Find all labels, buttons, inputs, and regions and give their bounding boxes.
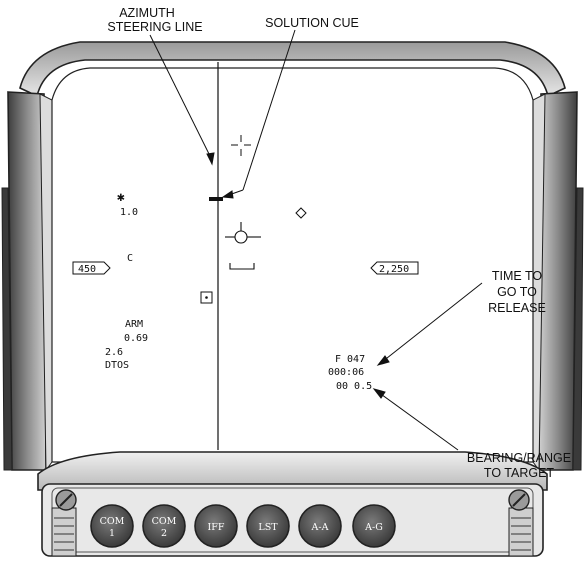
flight-path-marker-icon <box>225 222 261 244</box>
boxed-dot-icon <box>200 291 213 304</box>
target-diamond-icon <box>295 207 307 219</box>
bearing-range-value: 00 0.5 <box>336 381 372 392</box>
star-icon: ✱ <box>117 190 125 205</box>
iff-button[interactable]: IFF <box>194 504 238 548</box>
airspeed-value: 450 <box>78 264 96 275</box>
mode-label: DTOS <box>105 360 129 371</box>
value-2-6: 2.6 <box>105 347 123 358</box>
waterline-bracket-icon <box>229 263 255 270</box>
callout-bearing-line2: TO TARGET <box>484 466 555 480</box>
callout-ttg-line1: TIME TO <box>492 269 543 283</box>
iff-button-label: IFF <box>208 522 225 533</box>
a-a-button[interactable]: A-A <box>298 504 342 548</box>
com2-button-line1: COM <box>152 516 177 527</box>
star-value: 1.0 <box>120 207 138 218</box>
solution-cue <box>209 197 223 201</box>
com1-button[interactable]: COM 1 <box>90 504 134 548</box>
callout-azimuth-line2: STEERING LINE <box>107 20 202 34</box>
altitude-value: 2,250 <box>379 264 409 275</box>
altitude-box: 2,250 <box>370 261 419 275</box>
a-g-button-label: A-G <box>364 522 383 533</box>
crosshair-icon <box>231 135 251 156</box>
com2-button-line2: 2 <box>161 528 167 539</box>
callout-leaders <box>149 29 483 451</box>
a-g-button[interactable]: A-G <box>352 504 396 548</box>
frame-left-post <box>7 91 47 471</box>
airspeed-box: 450 <box>72 261 111 275</box>
callout-ttg-line2: GO TO <box>497 285 537 299</box>
right-screw-icon <box>508 489 534 557</box>
frame-bottom-housing <box>37 451 548 491</box>
left-screw-icon <box>51 489 77 557</box>
frame-top-arch <box>19 41 566 98</box>
frame-right-post <box>538 91 578 471</box>
com1-button-line2: 1 <box>109 528 115 539</box>
com2-button[interactable]: COM 2 <box>142 504 186 548</box>
c-mark: C <box>127 253 133 264</box>
arm-label: ARM <box>125 319 143 330</box>
f-label: F 047 <box>335 354 365 365</box>
callout-ttg-line3: RELEASE <box>488 301 546 315</box>
arm-value: 0.69 <box>124 333 148 344</box>
lst-button-label: LST <box>258 522 278 533</box>
button-row: COM 1 COM 2 IFF LST A-A A-G <box>90 504 396 548</box>
callout-bearing-line1: BEARING/RANGE <box>467 451 571 465</box>
time-to-go-value: 000:06 <box>328 367 364 378</box>
hud-symbology: ✱ 1.0 C 450 2,250 ARM 0.69 2.6 DTOS F 04… <box>72 62 419 450</box>
callout-azimuth-line1: AZIMUTH <box>119 6 175 20</box>
lst-button[interactable]: LST <box>246 504 290 548</box>
combiner-glass <box>51 67 534 463</box>
com1-button-line1: COM <box>100 516 125 527</box>
callout-solution-cue: SOLUTION CUE <box>265 16 359 30</box>
callout-labels: AZIMUTH STEERING LINE SOLUTION CUE TIME … <box>107 6 571 480</box>
a-a-button-label: A-A <box>311 522 329 533</box>
